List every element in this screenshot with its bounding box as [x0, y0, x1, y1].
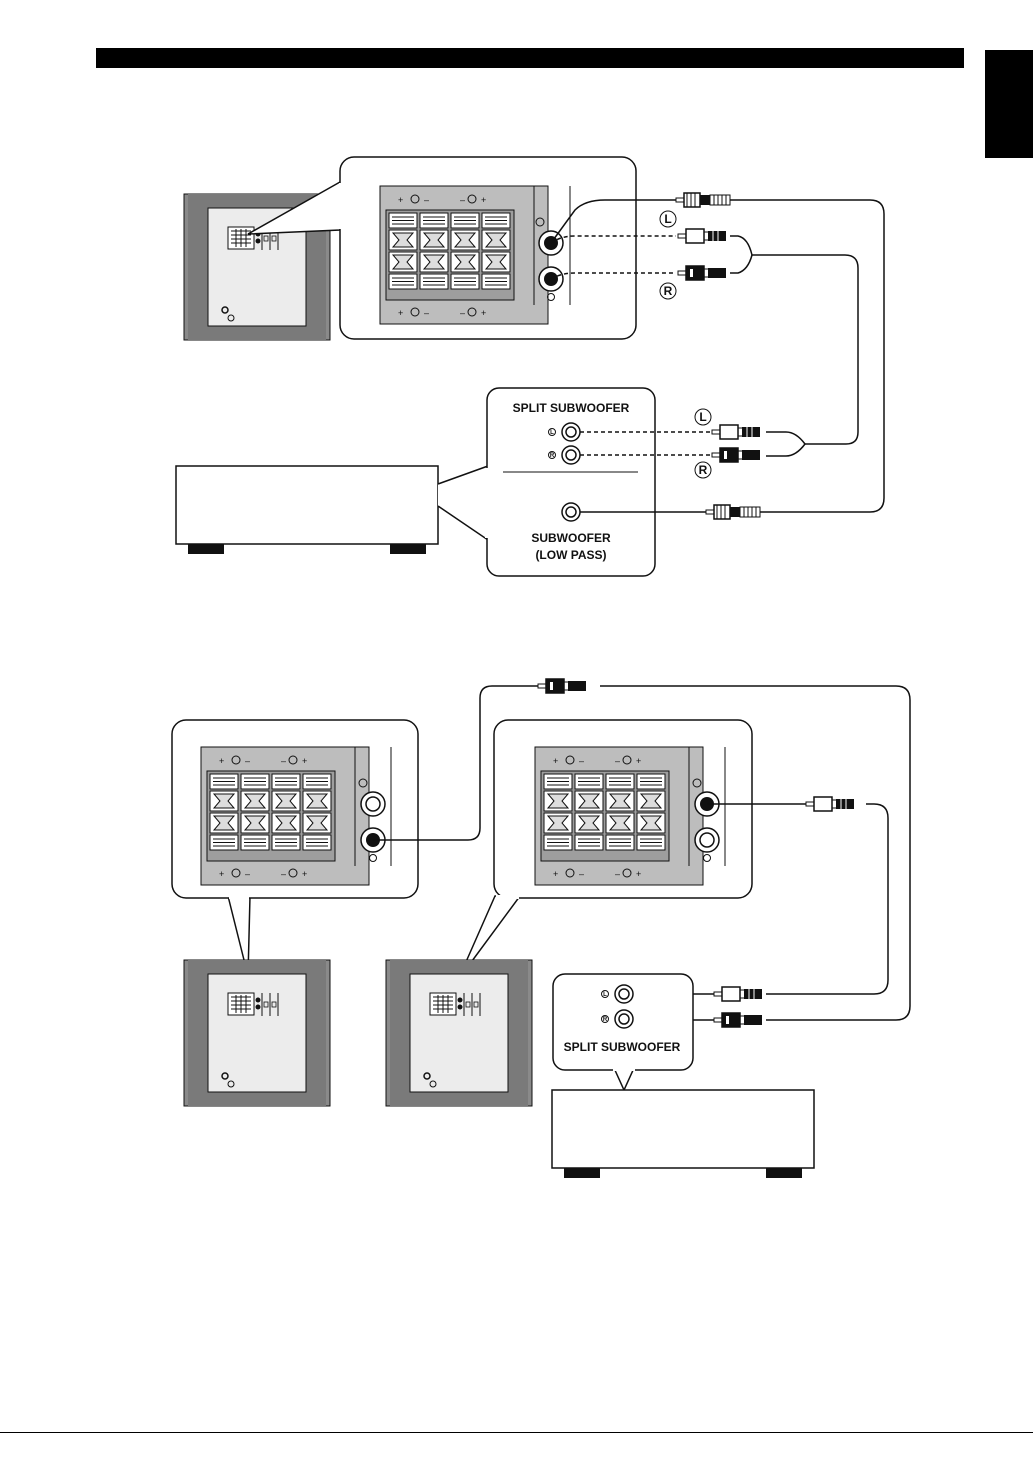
cable-left-marker: L	[660, 211, 676, 227]
svg-text:L: L	[664, 212, 671, 226]
low-pass-label-line1: SUBWOOFER	[531, 531, 611, 545]
cable-right-marker: R	[660, 283, 676, 299]
split-subwoofer-label-bottom: SPLIT SUBWOOFER	[564, 1040, 681, 1054]
svg-text:L: L	[699, 410, 706, 424]
top-figure: L R SPLIT SUBWOOFER L R	[176, 157, 884, 576]
amplifier-top	[176, 466, 438, 554]
svg-text:R: R	[603, 1017, 608, 1023]
subwoofer-cabinet-left	[184, 960, 330, 1106]
terminal-block-left	[201, 747, 369, 885]
plug-black-right-top	[678, 266, 726, 280]
plug-black-right-bottom	[714, 1013, 762, 1027]
svg-text:L: L	[603, 992, 607, 998]
rear-panel-callout-bottom: L R SPLIT SUBWOOFER	[553, 974, 693, 1071]
plug-mono-bottom-a	[538, 679, 586, 693]
bottom-figure: L R SPLIT SUBWOOFER	[172, 679, 910, 1178]
rear-panel-callout-top: SPLIT SUBWOOFER L R SUBWOOFER (LOW PASS)	[485, 388, 655, 576]
terminal-block-top	[380, 186, 548, 324]
terminal-block-right	[535, 747, 703, 885]
low-pass-label-line2: (LOW PASS)	[535, 548, 606, 562]
svg-text:R: R	[699, 463, 708, 477]
amp-left-marker: L	[695, 409, 711, 425]
svg-text:L: L	[550, 430, 554, 436]
amplifier-bottom	[552, 1090, 814, 1178]
split-subwoofer-label-top: SPLIT SUBWOOFER	[513, 401, 630, 415]
plug-mono-bottom-b	[806, 797, 854, 811]
plug-black-right-amp	[712, 448, 760, 462]
plug-white-left-bottom	[714, 987, 762, 1001]
svg-text:R: R	[550, 453, 555, 459]
amp-right-marker: R	[695, 462, 711, 478]
plug-mono-top-a	[676, 193, 730, 207]
plug-white-left-top	[678, 229, 726, 243]
plug-white-left-amp	[712, 425, 760, 439]
subwoofer-cabinet-right	[386, 960, 532, 1106]
svg-text:R: R	[664, 284, 673, 298]
plug-mono-amp	[706, 505, 760, 519]
